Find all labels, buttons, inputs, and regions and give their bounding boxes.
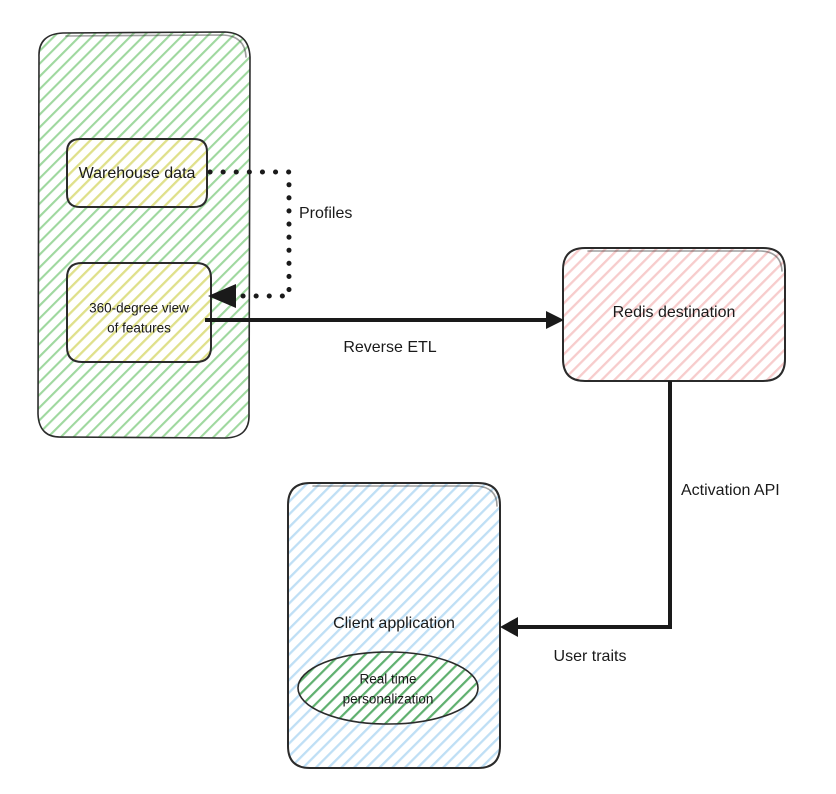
profiles-arrow-head [208, 284, 236, 308]
redis-destination-label: Redis destination [613, 304, 736, 321]
warehouse-data-label: Warehouse data [79, 165, 196, 182]
client-application-sketch-accent [312, 485, 498, 507]
node-warehouse-data[interactable]: Warehouse data [66, 138, 208, 208]
warehouse-container-outline [37, 31, 251, 439]
redis-destination-sketch-accent [587, 250, 783, 272]
user-traits-label: User traits [554, 648, 627, 665]
feature-view-outline [66, 262, 212, 363]
real-time-personalization-fill [298, 652, 478, 724]
activation-api-line [513, 381, 672, 629]
edge-reverse-etl[interactable]: Reverse ETL [205, 311, 564, 356]
node-real-time-personalization[interactable]: Real time personalization [297, 651, 479, 725]
real-time-personalization-label-line1: Real time [359, 672, 416, 687]
activation-api-label: Activation API [681, 482, 780, 499]
real-time-personalization-outline [297, 651, 479, 725]
activation-api-arrow-head [500, 617, 518, 637]
node-warehouse-container[interactable] [37, 31, 251, 439]
feature-view-label-line1: 360-degree view [89, 301, 189, 316]
feature-view-label-line2: of features [107, 321, 171, 336]
real-time-personalization-label-line2: personalization [343, 692, 434, 707]
node-feature-view[interactable]: 360-degree view of features [66, 262, 212, 363]
redis-destination-outline [562, 247, 786, 382]
warehouse-container-fill [38, 32, 250, 438]
node-redis-destination[interactable]: Redis destination [562, 247, 786, 382]
node-client-application[interactable]: Client application [287, 482, 501, 769]
profiles-line [207, 169, 292, 299]
warehouse-data-outline [66, 138, 208, 208]
feature-view-fill [67, 263, 211, 362]
edge-profiles[interactable]: Profiles [207, 169, 352, 308]
reverse-etl-arrow-head [546, 311, 564, 329]
redis-destination-fill [563, 248, 785, 381]
warehouse-container-sketch-accent [65, 34, 247, 58]
client-application-outline [287, 482, 501, 769]
client-application-label: Client application [333, 615, 455, 632]
edge-activation-api[interactable]: Activation API User traits [500, 381, 780, 665]
profiles-label: Profiles [299, 205, 352, 222]
reverse-etl-label: Reverse ETL [343, 339, 436, 356]
warehouse-data-fill [67, 139, 207, 207]
